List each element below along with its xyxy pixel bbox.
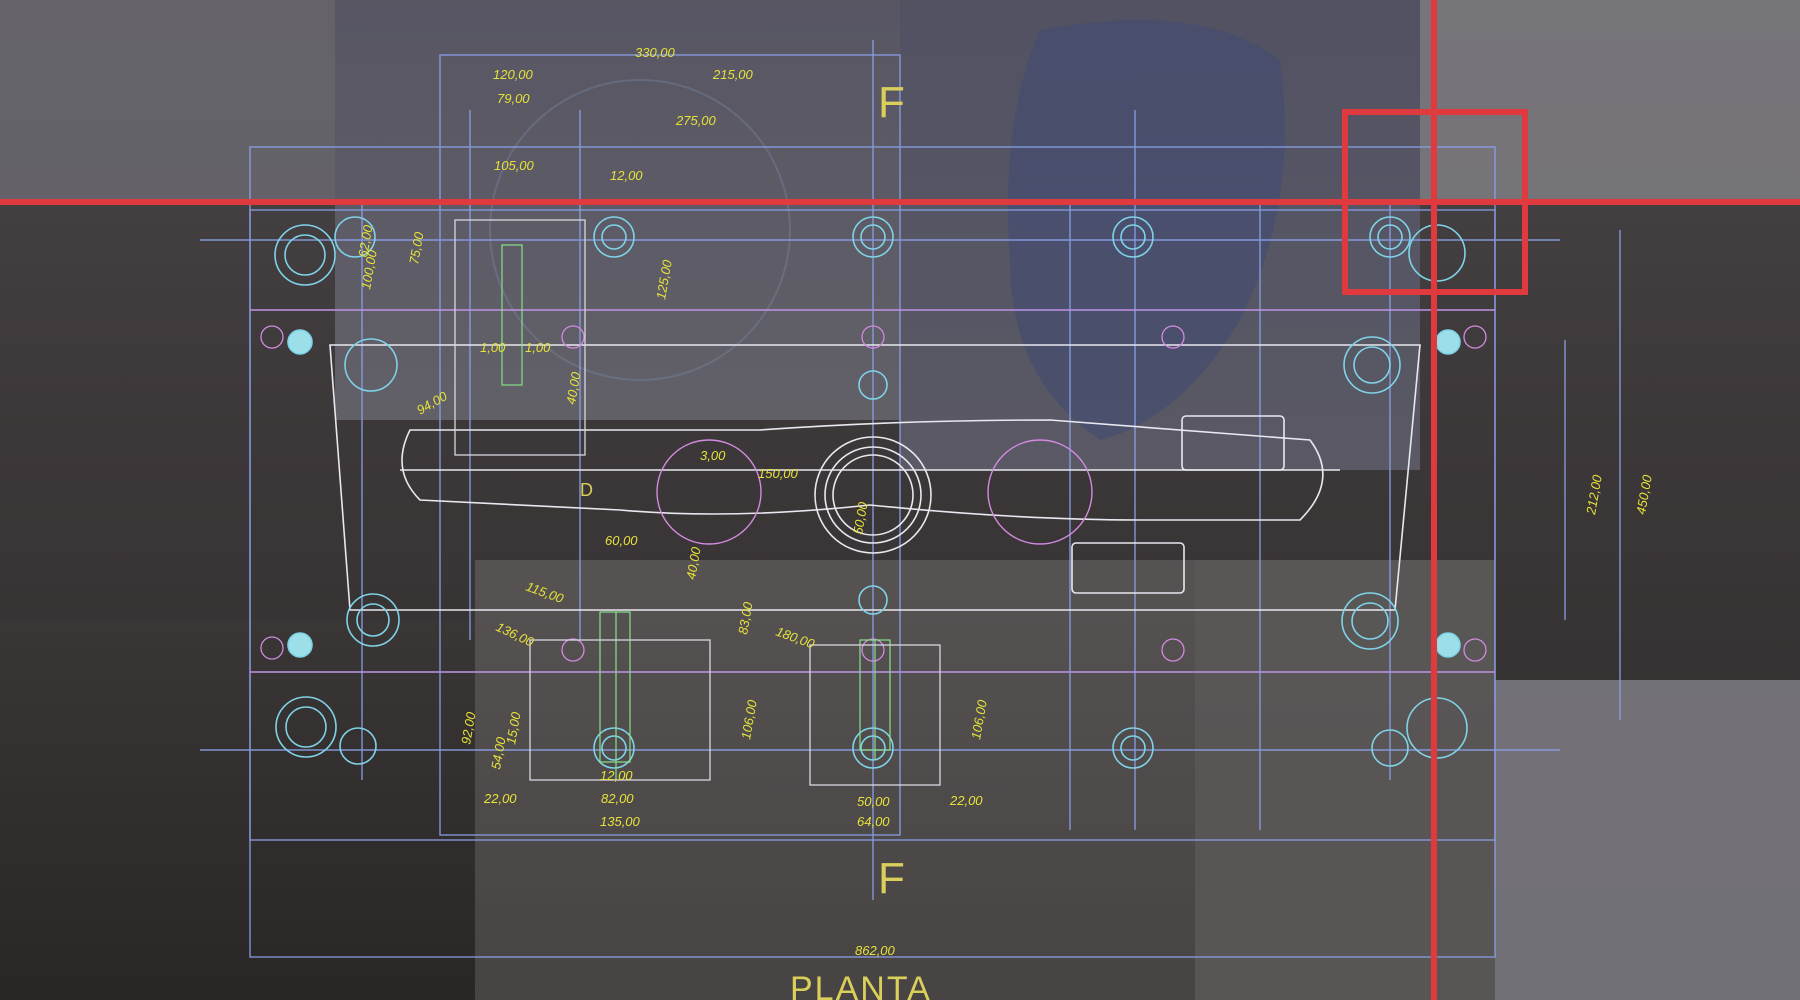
dim-94: 94,00 — [414, 388, 450, 418]
dim-212: 212,00 — [1583, 473, 1605, 517]
render-shape — [1008, 20, 1285, 440]
dim-22b: 22,00 — [949, 793, 983, 808]
top-blueprint-thumbnail-left — [0, 0, 335, 200]
dimension-frame — [439, 54, 901, 836]
bottom-right-blueprint-panel — [1495, 680, 1800, 1000]
dim-330: 330,00 — [635, 45, 676, 60]
dim-12b: 12,00 — [600, 768, 633, 783]
dim-450: 450,00 — [1633, 473, 1655, 516]
dim-40: 40,00 — [563, 370, 584, 405]
dim-1a: 1,00 — [480, 340, 506, 355]
dim-115: 115,00 — [524, 579, 566, 607]
roi-selection-box — [1342, 109, 1528, 295]
section-label-top: F — [878, 78, 905, 127]
dim-50: 50,00 — [850, 500, 871, 535]
dim-60: 60,00 — [605, 533, 638, 548]
detail-letter: D — [580, 480, 593, 500]
dim-54: 54,00 — [488, 735, 509, 770]
dim-125: 125,00 — [653, 258, 675, 301]
slot-right-top — [1181, 415, 1285, 471]
dim-1b: 1,00 — [525, 340, 551, 355]
dim-15: 15,00 — [503, 710, 524, 745]
plan-label: PLANTA — [790, 970, 932, 1000]
bottom-left-photo-panel — [0, 620, 475, 1000]
dim-862: 862,00 — [855, 943, 896, 958]
dim-135: 135,00 — [600, 814, 641, 829]
dim-180: 180,00 — [774, 624, 817, 652]
dim-106b: 106,00 — [968, 698, 990, 741]
central-boss — [814, 436, 932, 554]
part-inner-contour — [401, 419, 1324, 521]
dim-22a: 22,00 — [483, 791, 517, 806]
section-label-bottom: F — [878, 854, 905, 903]
hole-pattern — [274, 216, 1468, 769]
dim-64: 64,00 — [857, 814, 890, 829]
dim-12: 12,00 — [610, 168, 643, 183]
dim-120: 120,00 — [493, 67, 534, 82]
dim-79: 79,00 — [497, 91, 530, 106]
dim-105: 105,00 — [494, 158, 535, 173]
dim-215: 215,00 — [712, 67, 754, 82]
dim-82: 82,00 — [601, 791, 634, 806]
dim-3: 3,00 — [700, 448, 726, 463]
dim-106a: 106,00 — [738, 698, 760, 741]
dim-40b: 40,00 — [683, 545, 704, 580]
slot-right-bottom — [1071, 542, 1185, 594]
turbine-ring — [489, 79, 791, 381]
dim-100: 100,00 — [358, 248, 380, 291]
dim-62: 62,00 — [355, 223, 376, 258]
dim-50b: 50,00 — [857, 794, 890, 809]
dim-150: 150,00 — [758, 466, 799, 481]
part-outline — [329, 344, 1421, 611]
top-right-blueprint-panel — [1420, 0, 1800, 205]
dim-83: 83,00 — [735, 600, 756, 635]
dim-92: 92,00 — [458, 710, 479, 745]
dim-136: 136,00 — [494, 619, 537, 650]
dim-275: 275,00 — [675, 113, 717, 128]
dim-75: 75,00 — [406, 230, 427, 265]
